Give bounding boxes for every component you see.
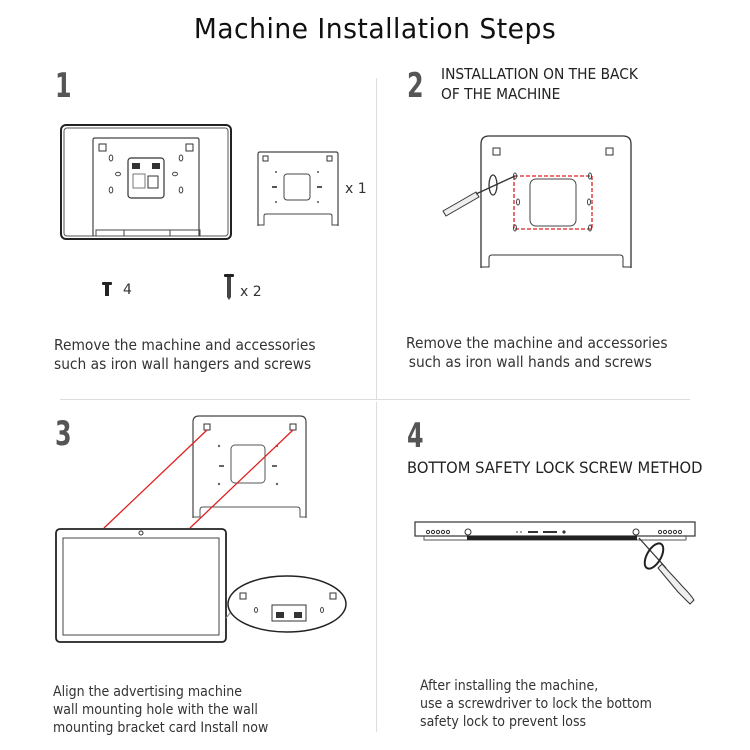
step-heading: BOTTOM SAFETY LOCK SCREW METHOD — [407, 458, 703, 477]
page-title: Machine Installation Steps — [193, 12, 557, 45]
description-line: such as iron wall hands and screws — [408, 353, 652, 371]
vertical-divider-bottom — [376, 402, 377, 732]
horizontal-divider — [60, 399, 690, 400]
bottom-lock-illustration — [414, 521, 696, 605]
small-screw-icon — [102, 282, 112, 296]
step-number: 2 — [407, 66, 424, 106]
screwdriver-icon — [442, 174, 516, 217]
wall-bracket-illustration — [257, 151, 339, 226]
step-description: After installing the machine, use a scre… — [420, 677, 652, 731]
step-number: 3 — [55, 414, 72, 454]
step-heading: INSTALLATION ON THE BACK OF THE MACHINE — [441, 64, 638, 104]
description-line: Align the advertising machine — [53, 684, 243, 700]
description-line: Remove the machine and accessories — [54, 336, 316, 354]
bracket-quantity: x 1 — [345, 181, 367, 197]
step-number: 4 — [407, 416, 424, 456]
step-description: Align the advertising machine wall mount… — [53, 683, 268, 737]
step-description: Remove the machine and accessories such … — [54, 336, 316, 374]
description-line: After installing the machine, — [420, 678, 599, 694]
small-screw-quantity: 4 — [123, 282, 132, 298]
long-screw-icon — [224, 274, 234, 300]
screwdriver-icon — [638, 537, 695, 605]
step-number: 1 — [55, 66, 72, 106]
description-line: Remove the machine and accessories — [406, 334, 668, 352]
description-line: use a screwdriver to lock the bottom — [420, 696, 652, 712]
description-line: wall mounting hole with the wall — [53, 702, 258, 718]
step-description: Remove the machine and accessories such … — [406, 334, 668, 372]
description-line: such as iron wall hangers and screws — [54, 355, 312, 373]
heading-line: OF THE MACHINE — [441, 85, 561, 103]
description-line: safety lock to prevent loss — [420, 714, 587, 730]
back-install-illustration — [442, 135, 632, 268]
long-screw-quantity: x 2 — [240, 284, 262, 300]
description-line: mounting bracket card Install now — [53, 720, 269, 736]
machine-back-illustration — [60, 124, 232, 240]
vertical-divider-top — [376, 78, 377, 400]
heading-line: INSTALLATION ON THE BACK — [441, 65, 638, 83]
